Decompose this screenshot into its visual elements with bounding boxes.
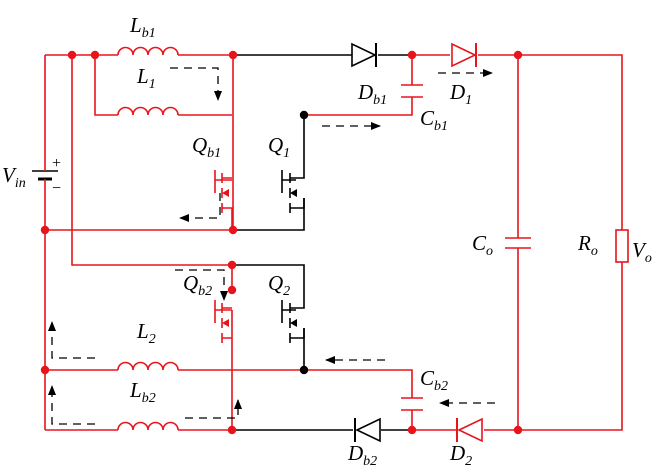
inductor-l2 [117, 361, 179, 371]
capacitor-cb2 [401, 397, 423, 411]
label-vin: Vin [2, 163, 26, 191]
capacitor-co [505, 237, 531, 249]
inactive-wires [232, 54, 412, 431]
vin-plus-sign: + [52, 155, 61, 172]
vin-minus-sign: − [52, 180, 61, 197]
diode-d1 [451, 42, 477, 68]
node-dots [40, 50, 523, 435]
label-lb1: Lb1 [129, 13, 156, 41]
label-lb2: Lb2 [129, 378, 156, 406]
label-co: Co [472, 231, 493, 259]
gate-arrow-q2 [290, 319, 297, 327]
label-cb2: Cb2 [420, 366, 448, 394]
inductor-lb1 [117, 46, 179, 56]
label-d2: D2 [449, 441, 472, 469]
label-db2: Db2 [347, 441, 377, 469]
label-q1: Q1 [268, 133, 290, 161]
source-vin [32, 150, 58, 192]
label-ro: Ro [577, 231, 598, 259]
diode-db1 [351, 42, 377, 68]
gate-arrow-q1 [290, 189, 297, 197]
resistor-ro [615, 229, 629, 263]
active-wires [44, 54, 623, 431]
diode-db2 [354, 417, 381, 443]
label-vo: Vo [632, 238, 652, 266]
capacitor-cb1 [401, 84, 423, 98]
gate-arrow-qb1 [222, 189, 229, 197]
label-db1: Db1 [357, 80, 387, 108]
label-cb1: Cb1 [420, 106, 448, 134]
diode-d2 [456, 417, 483, 443]
label-l1: L1 [136, 64, 156, 92]
current-flow-arrows [48, 67, 495, 425]
gate-arrow-qb2 [222, 319, 229, 327]
label-qb2: Qb2 [183, 271, 212, 299]
label-l2: L2 [136, 319, 156, 347]
inductor-lb2 [117, 421, 179, 431]
label-d1: D1 [449, 80, 472, 108]
label-q2: Q2 [268, 271, 290, 299]
inductor-l1 [117, 106, 179, 116]
label-qb1: Qb1 [192, 133, 221, 161]
